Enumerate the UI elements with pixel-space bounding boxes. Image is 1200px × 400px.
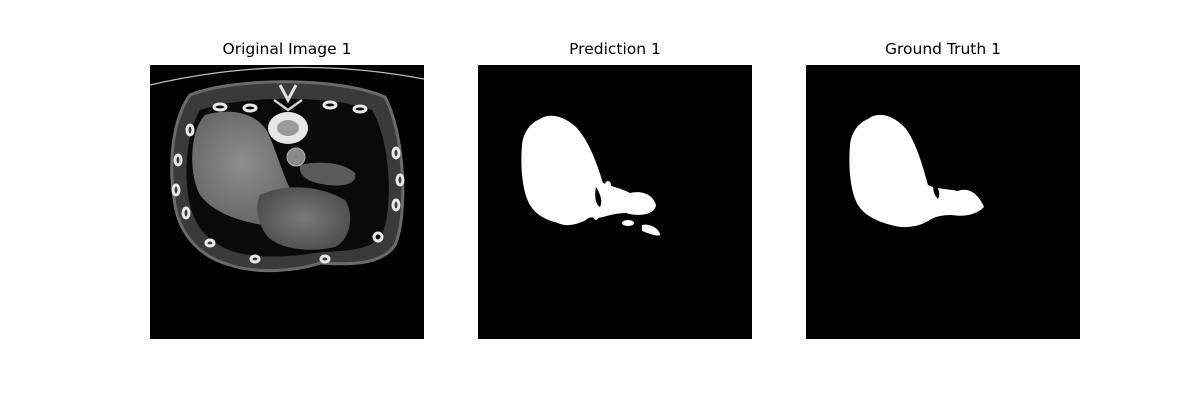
ground-truth-title: Ground Truth 1 bbox=[884, 40, 1001, 58]
ground-truth-mask-image bbox=[806, 65, 1080, 339]
original-image-title: Original Image 1 bbox=[222, 40, 352, 58]
ct-scan-image bbox=[150, 65, 424, 339]
prediction-title: Prediction 1 bbox=[569, 40, 661, 58]
original-image-panel: Original Image 1 bbox=[150, 0, 424, 400]
ground-truth-panel: Ground Truth 1 bbox=[806, 0, 1080, 400]
prediction-mask-image bbox=[478, 65, 752, 339]
prediction-panel: Prediction 1 bbox=[478, 0, 752, 400]
